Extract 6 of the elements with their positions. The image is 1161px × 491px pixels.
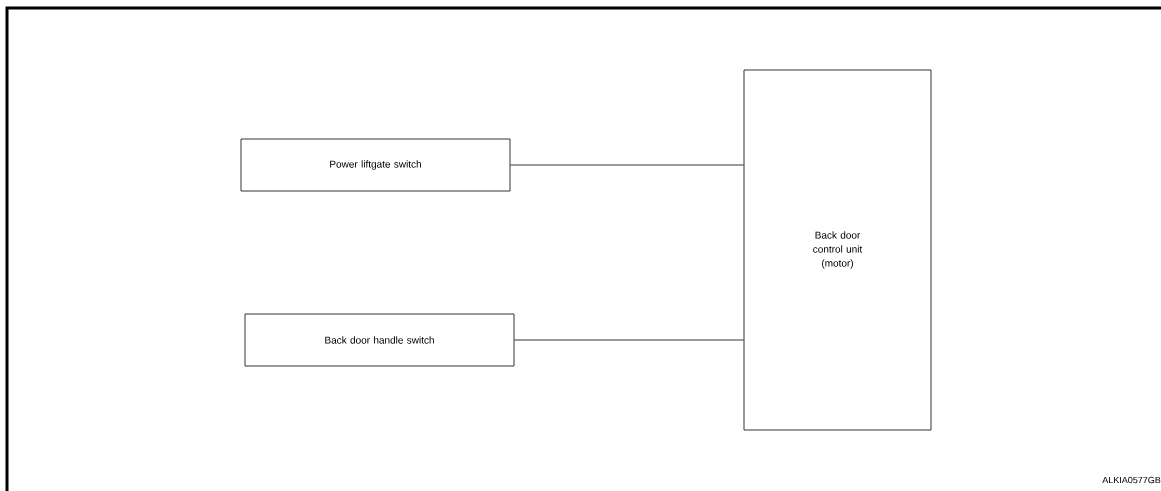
line [514, 339, 744, 341]
figure-code: ALKIA0577GB [1102, 476, 1161, 484]
box: Power liftgate switch [240, 138, 511, 192]
box: Back door control unit (motor) [743, 69, 932, 431]
box: Back door handle switch [244, 313, 515, 367]
line [510, 164, 744, 166]
